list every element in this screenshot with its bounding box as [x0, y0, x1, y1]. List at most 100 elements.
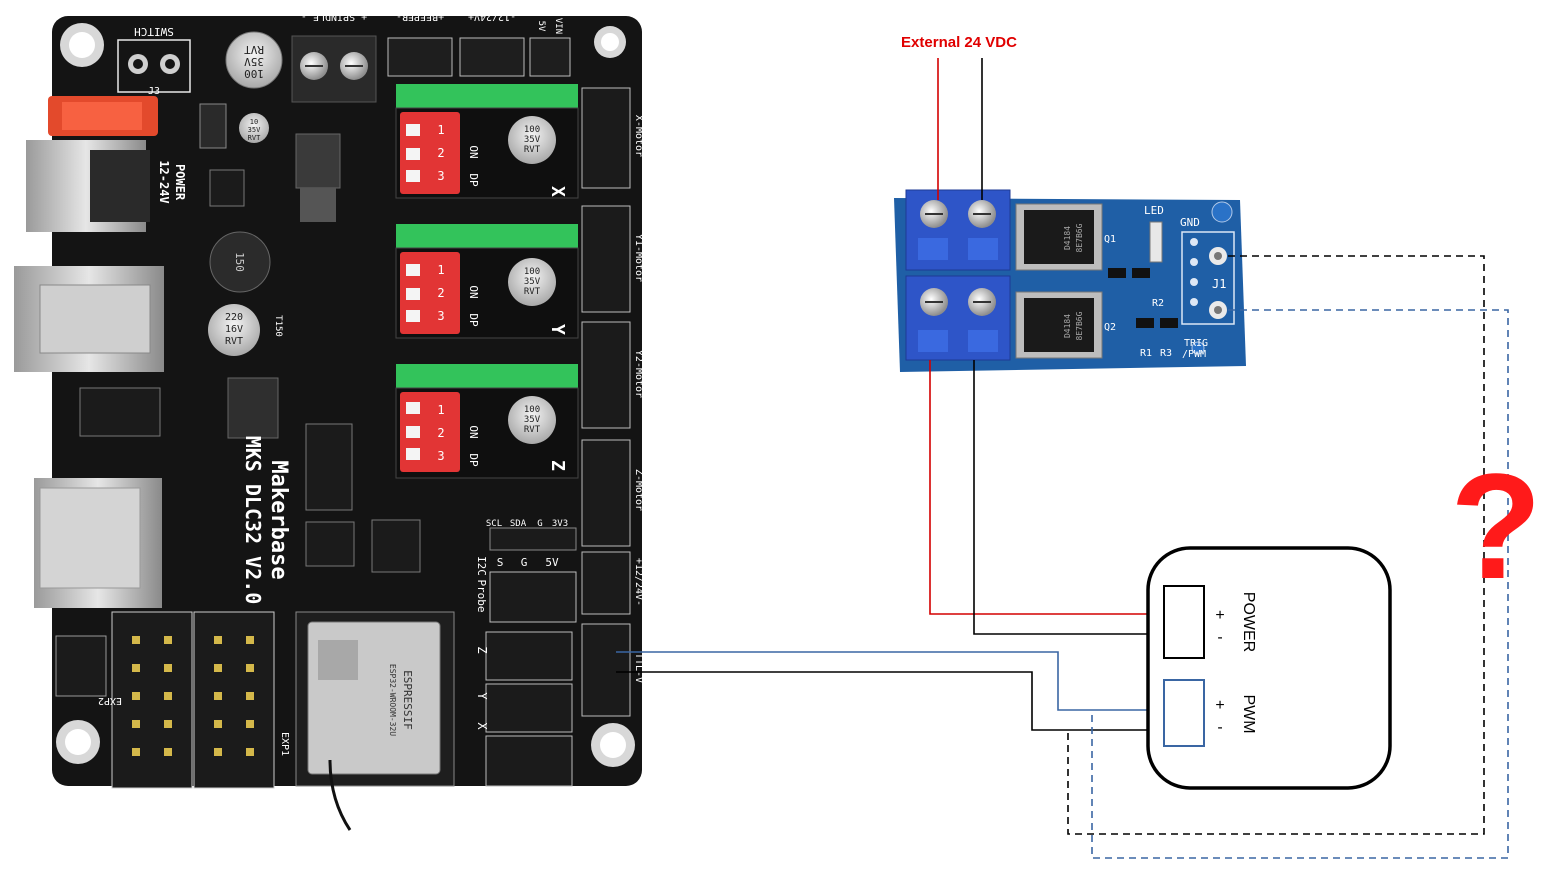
capacitor-large: 100 35V RVT: [225, 31, 283, 89]
exp-pins: [132, 636, 254, 756]
dip-number: 1: [437, 123, 444, 137]
i2c-header: [485, 527, 577, 787]
led: [1149, 221, 1163, 263]
terminal-block-top: [905, 189, 1011, 271]
pwm-minus: -: [1217, 719, 1222, 736]
i2c-pin-label: SDA: [510, 519, 527, 529]
header-pin: [132, 664, 140, 672]
dc-power-jack: [26, 140, 150, 232]
dip-number: 1: [437, 263, 444, 277]
exp2-label: EXP2: [98, 695, 122, 706]
question-mark: ?: [1450, 442, 1542, 610]
motor-header-label: Y2-Motor: [633, 350, 644, 398]
q2-label: Q2: [1104, 322, 1116, 333]
motor-header-label: X-Motor: [633, 115, 644, 157]
pwm-connector: [1163, 679, 1205, 747]
exp1-label: EXP1: [279, 732, 290, 756]
switch-label: SWITCH: [134, 25, 174, 38]
motor-header-label: +12/24V-: [633, 558, 644, 606]
dip-dp-label: DP: [467, 453, 480, 467]
resistor: [1160, 318, 1178, 328]
dip-number: 2: [437, 426, 444, 440]
probe-pin-label: 5V: [545, 556, 559, 569]
load-device: + - + - POWER PWM: [1146, 546, 1392, 790]
sd-card-slot: [34, 478, 162, 608]
pwm-plus: +: [1215, 697, 1224, 714]
driver-cap-text: 100: [524, 405, 540, 415]
chip1-line2: 8E7B6G: [1075, 223, 1084, 252]
power-plus: +: [1215, 607, 1224, 624]
driver-cap-text: 35V: [524, 277, 541, 287]
dip-dp-label: DP: [467, 173, 480, 187]
wire-load-positive: [929, 360, 1182, 615]
supply-label: External 24 VDC: [901, 34, 1017, 51]
dip-on-label: ON: [467, 285, 480, 298]
motor-header-labels: X-MotorY1-MotorY2-MotorZ-Motor+12/24V-TT…: [633, 115, 644, 683]
load-device-outline: [1146, 546, 1392, 790]
esp-model: ESP32-WROOM-32U: [388, 664, 397, 736]
wire-pwm-signal: [616, 651, 1182, 711]
driver-z-axis: Z: [547, 460, 568, 471]
header-pin: [246, 748, 254, 756]
resistor: [1132, 268, 1150, 278]
fuse: [48, 96, 158, 136]
resistor: [1136, 318, 1154, 328]
esp-brand: ESPRESSIF: [401, 670, 414, 730]
cap2-text-3: RVT: [225, 336, 243, 347]
chip2-line2: 8E7B6G: [1075, 311, 1084, 340]
motor-headers: [581, 87, 631, 717]
header-pin: [214, 692, 222, 700]
beeper-label: +BEEPER-: [396, 11, 444, 22]
cap-text-3: RVT: [244, 43, 264, 56]
dip-number: 2: [437, 286, 444, 300]
header-pin: [132, 748, 140, 756]
header-pin: [164, 664, 172, 672]
header-pin: [132, 720, 140, 728]
wire-pwm-ground: [616, 671, 1182, 731]
header-pin: [246, 720, 254, 728]
limit-axis-label: Y: [475, 692, 489, 700]
i2c-title: I2C: [475, 556, 488, 576]
i2c-pin-label: SCL: [486, 519, 502, 529]
pwm-title: PWM: [1240, 694, 1257, 733]
j1-label: J1: [1212, 277, 1226, 291]
driver-cap-text: 100: [524, 267, 540, 277]
cap3-text-2: 35V: [248, 126, 261, 134]
mosfet-q2: [1015, 291, 1103, 359]
terminal-block-bottom: [905, 275, 1011, 361]
driver-x: X: [395, 84, 579, 199]
limit-axis-label: X: [475, 722, 489, 730]
header-pin: [246, 636, 254, 644]
vin2-label: VIN: [553, 18, 563, 34]
led-label: LED: [1144, 204, 1164, 217]
limit-axis-label: Z: [475, 646, 489, 653]
dip-dp-label: DP: [467, 313, 480, 327]
cap-text-2: 35V: [244, 55, 264, 68]
dip-number: 3: [437, 309, 444, 323]
r2-label: R2: [1152, 298, 1164, 309]
header-pin: [214, 664, 222, 672]
power-connector: [1163, 585, 1205, 659]
j1-header: [1181, 231, 1235, 325]
header-pin: [246, 692, 254, 700]
dip-number: 3: [437, 449, 444, 463]
wire-dashed-trig: [1091, 309, 1509, 859]
switch-header: SWITCH J3: [117, 25, 191, 97]
esp32-module: ESPRESSIF ESP32-WROOM-32U: [295, 611, 455, 831]
driver-y: Y: [395, 224, 579, 339]
header-pin: [246, 664, 254, 672]
driver-y-axis: Y: [547, 324, 568, 335]
model-label: MKS DLC32 V2.0: [241, 436, 265, 605]
chip1-line1: D4184: [1063, 226, 1072, 250]
header-pin: [164, 720, 172, 728]
t150-label: T150: [273, 315, 283, 337]
vin-label: -12/24V+: [468, 11, 516, 22]
header-pin: [164, 636, 172, 644]
driver-cap-text: 35V: [524, 135, 541, 145]
motor-header-label: Z-Motor: [633, 469, 644, 511]
header-pin: [214, 748, 222, 756]
r3-label: R3: [1160, 348, 1172, 359]
dip-number: 1: [437, 403, 444, 417]
